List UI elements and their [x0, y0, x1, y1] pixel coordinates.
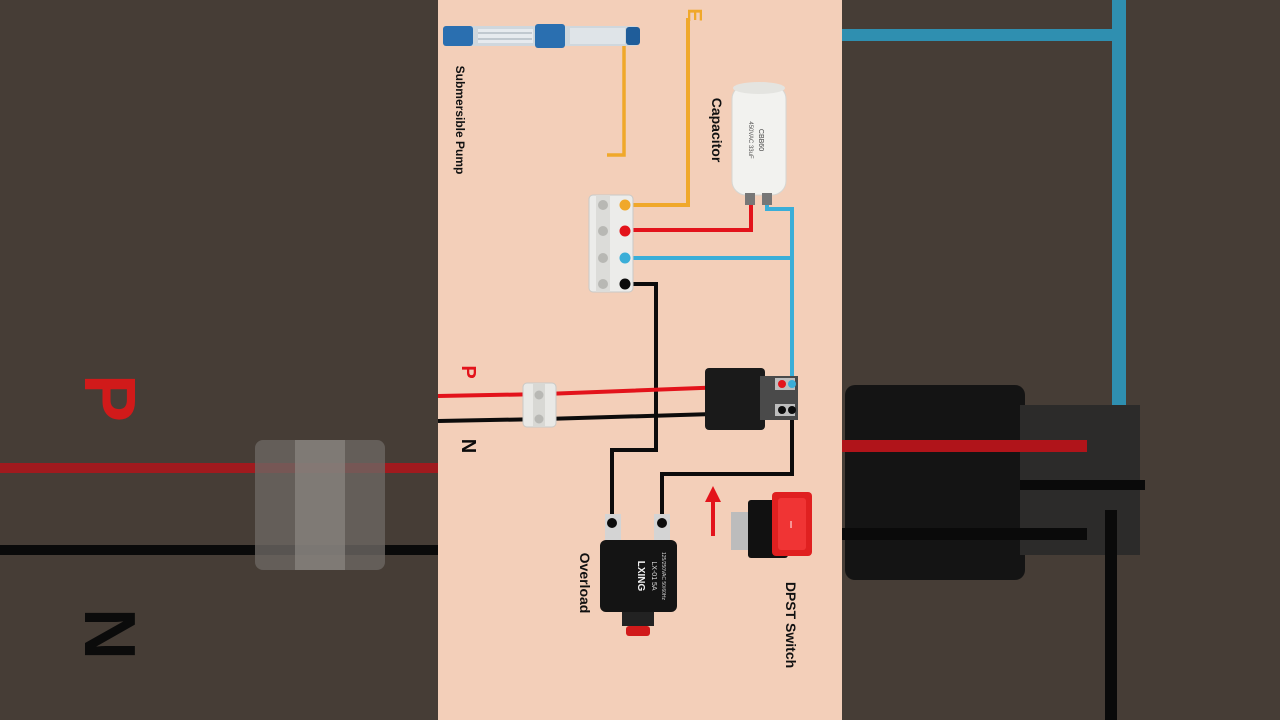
pump-lead-wire: [607, 45, 626, 157]
phase-label: P: [457, 365, 479, 378]
earth-label: E: [683, 8, 705, 21]
capacitor-rating: 450VAC 33uF: [747, 121, 753, 159]
capacitor-blue-wire-2: [765, 204, 794, 383]
capacitor-label: Capacitor: [709, 98, 725, 163]
submersible-pump-icon: [443, 24, 640, 48]
capacitor-icon: CBB60 450VAC 33uF: [731, 82, 787, 205]
earth-wire: [625, 18, 690, 207]
capacitor-brand: CBB60: [757, 129, 764, 151]
arrow-up-icon: [705, 486, 721, 536]
right-blurred-background: [842, 0, 1280, 720]
connector-icon: [522, 382, 557, 428]
pump-label: Submersible Pump: [453, 66, 467, 175]
left-blurred-background: P N: [0, 0, 438, 720]
overload-rating: 125/250VAC 50/60Hz: [660, 552, 666, 600]
switch-overload-wire: [660, 405, 794, 522]
terminal-block-icon: [588, 194, 634, 293]
overload-label: Overload: [577, 553, 593, 614]
capacitor-red-wire: [625, 204, 753, 232]
overload-brand: LXING: [635, 561, 646, 592]
dpst-switch-icon: [705, 368, 798, 430]
motor-black-wire: [610, 282, 658, 522]
left-blur-neutral-label: N: [69, 608, 149, 660]
neutral-label: N: [457, 439, 479, 453]
dpst-switch-photo-icon: I: [731, 492, 812, 558]
overload-protector-icon: LXING LX-01 5A 125/250VAC 50/60Hz: [600, 514, 677, 636]
svg-text:I: I: [790, 520, 793, 531]
overload-model: LX-01 5A: [650, 561, 657, 591]
left-blur-phase-label: P: [69, 374, 149, 422]
dpst-switch-label: DPST Switch: [783, 582, 799, 668]
